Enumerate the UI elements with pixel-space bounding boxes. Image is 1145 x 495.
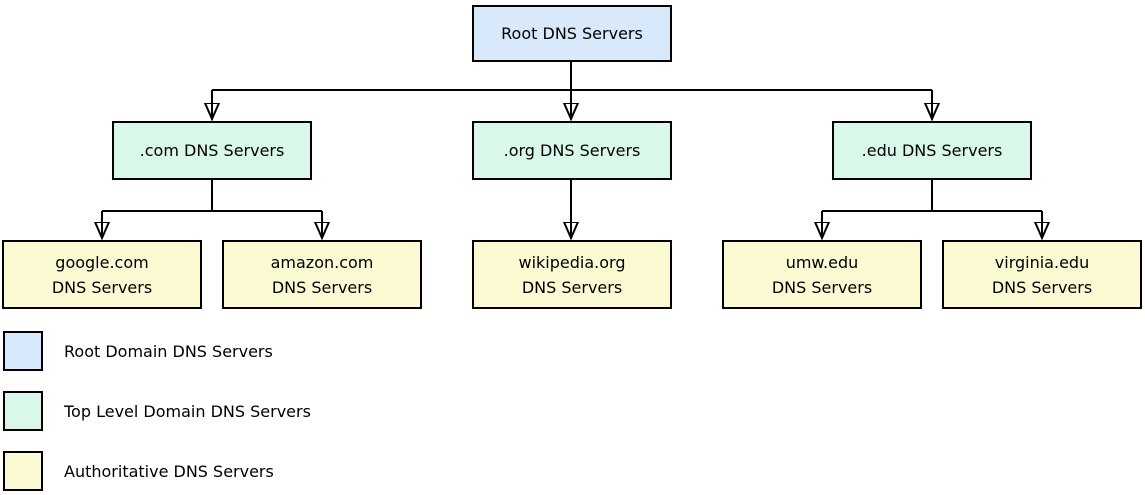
node-label: .com DNS Servers: [139, 141, 285, 160]
node-amazon-dns-servers: amazon.com DNS Servers: [222, 240, 422, 309]
node-label-line2: DNS Servers: [271, 277, 373, 297]
node-com-dns-servers: .com DNS Servers: [112, 121, 312, 180]
legend-label: Top Level Domain DNS Servers: [64, 401, 311, 421]
legend-swatch-top-level-domain: [3, 391, 43, 431]
legend-label: Authoritative DNS Servers: [64, 461, 274, 481]
legend-item-authoritative: Authoritative DNS Servers: [3, 451, 274, 491]
node-google-dns-servers: google.com DNS Servers: [2, 240, 202, 309]
legend-item-top-level-domain: Top Level Domain DNS Servers: [3, 391, 311, 431]
node-label-line1: virginia.edu: [994, 252, 1090, 272]
node-umw-dns-servers: umw.edu DNS Servers: [722, 240, 922, 309]
node-root-dns-servers: Root DNS Servers: [472, 5, 672, 62]
node-virginia-dns-servers: virginia.edu DNS Servers: [942, 240, 1142, 309]
node-label-line2: DNS Servers: [991, 277, 1093, 297]
node-label-line1: amazon.com: [270, 252, 374, 272]
node-label: .org DNS Servers: [503, 141, 641, 160]
node-edu-dns-servers: .edu DNS Servers: [832, 121, 1032, 180]
legend-swatch-root-domain: [3, 331, 43, 371]
node-label: Root DNS Servers: [501, 24, 643, 43]
node-label-line1: wikipedia.org: [518, 252, 626, 272]
node-label-line1: google.com: [55, 252, 149, 272]
node-label-line2: DNS Servers: [51, 277, 153, 297]
node-wikipedia-dns-servers: wikipedia.org DNS Servers: [472, 240, 672, 309]
node-label: .edu DNS Servers: [861, 141, 1003, 160]
legend-swatch-authoritative: [3, 451, 43, 491]
node-label-line1: umw.edu: [785, 252, 859, 272]
node-label-line2: DNS Servers: [521, 277, 623, 297]
legend-label: Root Domain DNS Servers: [64, 341, 273, 361]
node-label-line2: DNS Servers: [771, 277, 873, 297]
node-org-dns-servers: .org DNS Servers: [472, 121, 672, 180]
legend-item-root-domain: Root Domain DNS Servers: [3, 331, 273, 371]
